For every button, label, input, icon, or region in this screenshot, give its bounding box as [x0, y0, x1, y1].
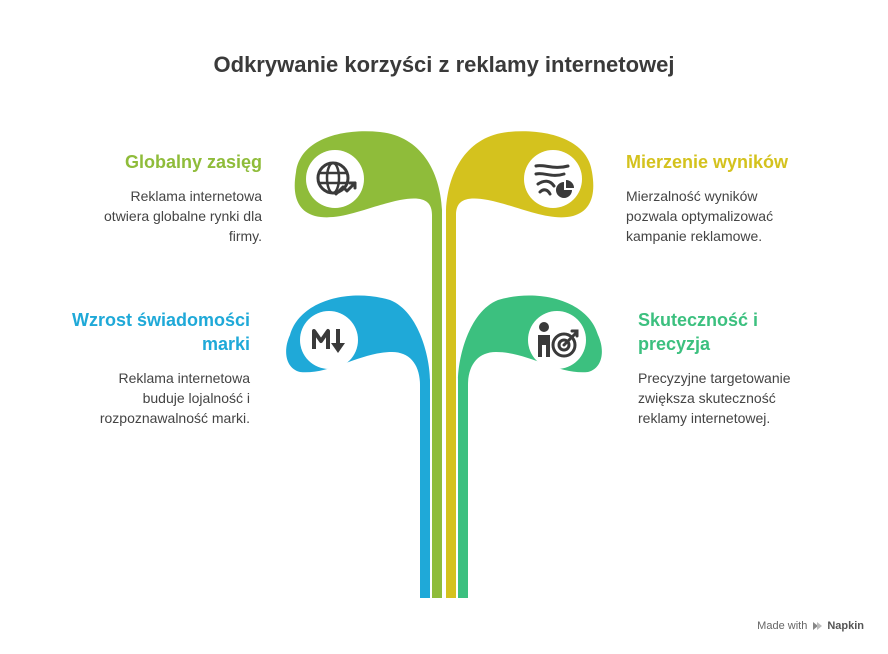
desc-mierzenie-wynikow: Mierzalność wyników pozwala optymalizowa…: [626, 188, 774, 244]
heading-skutecznosc-precyzja: Skuteczność i precyzja: [638, 310, 759, 354]
desc-wzrost-swiadomosci: Reklama internetowa buduje lojalność i r…: [99, 370, 250, 426]
globe-growth-icon: [316, 161, 357, 196]
icon-circle-skutecznosc: [528, 311, 586, 369]
heading-wzrost-swiadomosci: Wzrost świadomości marki: [71, 310, 250, 354]
napkin-brand-label: Napkin: [827, 620, 864, 632]
markdown-icon: [312, 329, 345, 353]
desc-skutecznosc-precyzja: Precyzyjne targetowanie zwiększa skutecz…: [638, 370, 791, 426]
stem-blue: [286, 295, 430, 598]
made-with-label: Made with: [757, 620, 808, 632]
icon-circle-globalny: [306, 150, 364, 208]
heading-mierzenie-wynikow: Mierzenie wyników: [626, 152, 789, 172]
page-title: Odkrywanie korzyści z reklamy internetow…: [213, 52, 675, 77]
icon-circle-mierzenie: [524, 150, 582, 208]
icon-circle-wzrost: [300, 311, 358, 369]
made-with-napkin-footer: Made with Napkin: [757, 620, 864, 632]
napkin-logo-icon: [813, 622, 823, 630]
stem-green: [458, 295, 602, 598]
desc-globalny-zasieg: Reklama internetowa otwiera globalne ryn…: [104, 188, 262, 244]
heading-globalny-zasieg: Globalny zasięg: [124, 152, 262, 172]
person-target-icon: [538, 322, 579, 358]
wind-chart-icon: [534, 164, 574, 198]
